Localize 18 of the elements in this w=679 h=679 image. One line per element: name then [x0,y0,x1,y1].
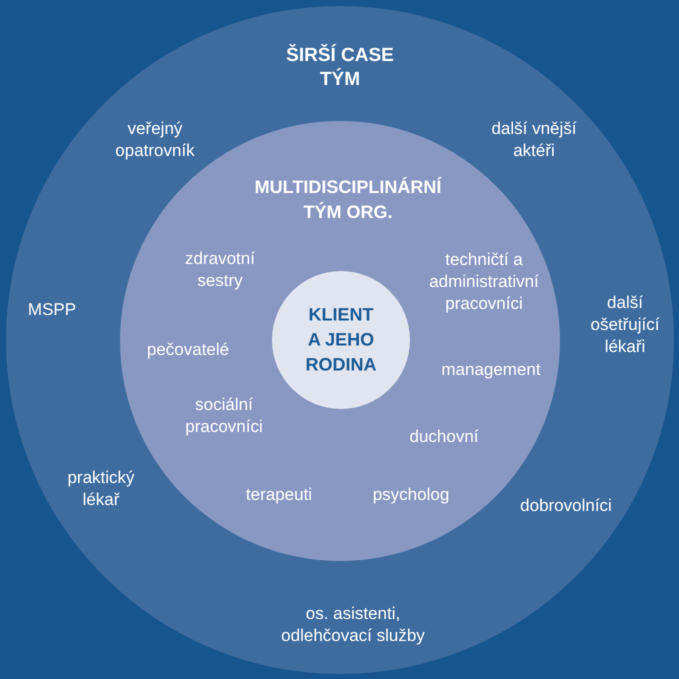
team-member-label: zdravotní sestry [184,248,256,292]
team-member-label: MSPP [26,299,78,321]
team-member-label: veřejný opatrovník [114,118,196,162]
circle-heading: ŠIRŠÍ CASE TÝM [285,44,395,92]
team-member-label: management [440,359,542,381]
team-member-label: další ošetřující lékaři [590,292,660,358]
team-member-label: terapeuti [244,484,314,506]
team-member-label: dobrovolníci [519,495,613,517]
team-member-label: duchovní [408,426,480,448]
team-member-label: praktický lékař [66,467,136,511]
client-label: KLIENT A JEHO RODINA [304,304,378,376]
team-member-label: další vnější aktéři [490,118,578,162]
team-member-label: pečovatelé [146,339,230,361]
circle-heading: MULTIDISCIPLINÁRNÍ TÝM ORG. [254,176,443,224]
team-member-label: techničtí a administrativní pracovníci [428,249,540,315]
team-member-label: psycholog [372,484,450,506]
team-member-label: sociální pracovníci [184,394,264,438]
team-member-label: os. asistenti, odlehčovací služby [280,603,426,647]
